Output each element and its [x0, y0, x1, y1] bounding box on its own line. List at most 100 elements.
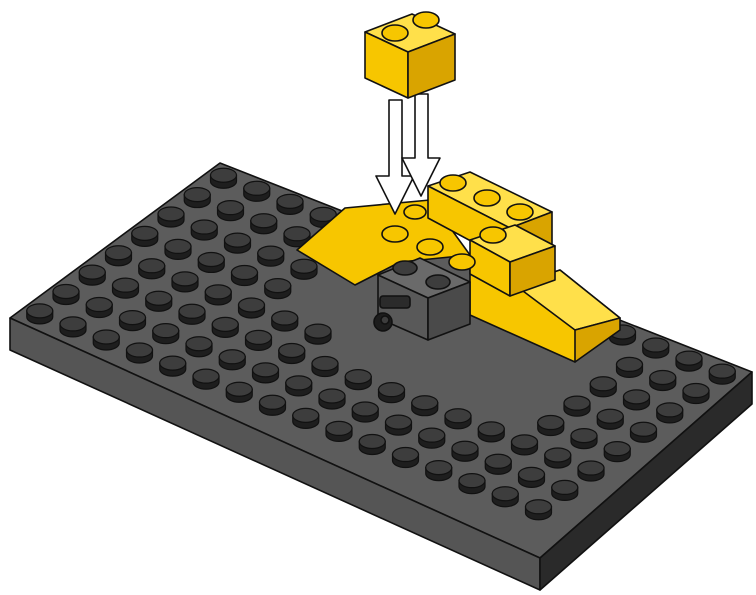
stud-top — [597, 409, 623, 423]
stud-top — [120, 311, 146, 325]
stud-top — [293, 408, 319, 422]
falling-brick — [365, 12, 455, 98]
stud — [474, 190, 500, 206]
stud — [382, 25, 408, 41]
pin-shaft — [380, 296, 410, 308]
stud-top — [478, 422, 504, 436]
stud-top — [492, 487, 518, 501]
stud-top — [386, 415, 412, 429]
stud-top — [193, 369, 219, 383]
stud-top — [393, 448, 419, 462]
stud-top — [624, 390, 650, 404]
stud-top — [127, 343, 153, 357]
stud-top — [485, 454, 511, 468]
stud-top — [60, 317, 86, 331]
stud-top — [272, 311, 298, 325]
stud-top — [219, 350, 245, 364]
stud — [507, 204, 533, 220]
stud-top — [205, 285, 231, 299]
stud-top — [683, 384, 709, 398]
stud-top — [359, 434, 385, 448]
stud-top — [571, 429, 597, 443]
stud-top — [526, 500, 552, 514]
stud — [413, 12, 439, 28]
stud-top — [564, 396, 590, 410]
stud — [480, 227, 506, 243]
stud-top — [459, 474, 485, 488]
stud-top — [265, 279, 291, 293]
stud-top — [519, 467, 545, 481]
stud-top — [279, 343, 305, 357]
stud-top — [212, 317, 238, 331]
stud-top — [226, 382, 252, 396]
stud-top — [179, 304, 205, 318]
stud-top — [305, 324, 331, 338]
stud-top — [53, 284, 79, 298]
stud-top — [239, 298, 265, 312]
stud-top — [218, 201, 244, 215]
stud-top — [650, 370, 676, 384]
stud-top — [604, 442, 630, 456]
stud-top — [260, 395, 286, 409]
stud-top — [545, 448, 571, 462]
stud-top — [225, 233, 251, 247]
stud-top — [419, 428, 445, 442]
stud-top — [286, 376, 312, 390]
stud — [404, 205, 426, 219]
stud-top — [258, 246, 284, 260]
stud-top — [186, 337, 212, 351]
stud-top — [244, 181, 270, 195]
stud-top — [232, 266, 258, 280]
stud-top — [412, 396, 438, 410]
stud-top — [132, 226, 158, 240]
stud — [449, 254, 475, 270]
stud-top — [631, 422, 657, 436]
stud — [393, 261, 417, 275]
stud-top — [93, 330, 119, 344]
stud-top — [445, 409, 471, 423]
stud-top — [165, 239, 191, 253]
stud-top — [79, 265, 105, 279]
stud-top — [253, 363, 279, 377]
stud-top — [153, 324, 179, 338]
stud-top — [146, 291, 172, 305]
stud-top — [211, 168, 237, 182]
stud-top — [352, 402, 378, 416]
stud-top — [657, 403, 683, 417]
stud-top — [139, 259, 165, 273]
stud-top — [426, 461, 452, 475]
stud-top — [538, 416, 564, 430]
stud-top — [312, 357, 338, 371]
stud-top — [326, 421, 352, 435]
stud-top — [113, 278, 139, 292]
stud — [440, 175, 466, 191]
stud-top — [643, 338, 669, 352]
stud-top — [345, 370, 371, 384]
stud-top — [106, 246, 132, 260]
stud — [417, 239, 443, 255]
stud-top — [27, 304, 53, 318]
stud-top — [246, 330, 272, 344]
stud-top — [251, 214, 277, 228]
stud — [426, 275, 450, 289]
stud-top — [172, 272, 198, 286]
stud-top — [158, 207, 184, 221]
stud-top — [160, 356, 186, 370]
down-arrow-left — [376, 100, 414, 214]
stud-top — [379, 383, 405, 397]
stud-top — [284, 227, 310, 241]
stud-top — [86, 298, 112, 312]
stud-top — [512, 435, 538, 449]
stud-top — [184, 188, 210, 202]
stud-top — [617, 357, 643, 371]
stud-top — [198, 252, 224, 266]
stud-top — [590, 377, 616, 391]
stud-top — [552, 480, 578, 494]
stud-top — [191, 220, 217, 234]
pin-hole — [381, 316, 389, 324]
stud-top — [452, 441, 478, 455]
stud-top — [578, 461, 604, 475]
stud — [382, 226, 408, 242]
stud-top — [676, 351, 702, 365]
